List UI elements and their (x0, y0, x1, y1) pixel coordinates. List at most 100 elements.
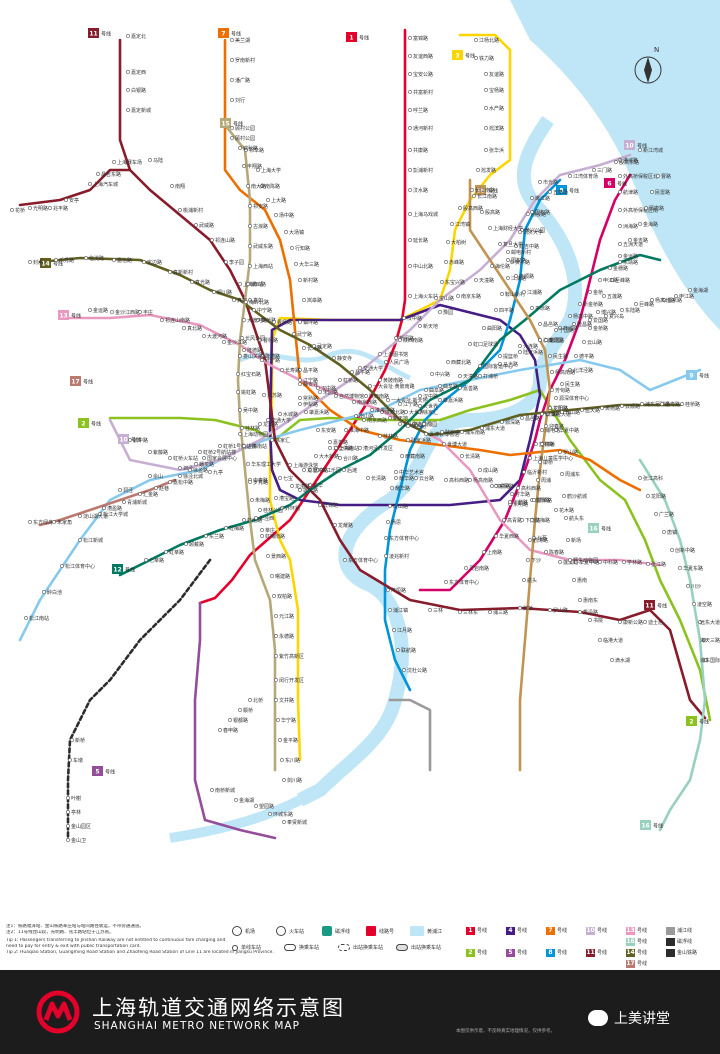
station-label: 华夏中路 (559, 427, 579, 434)
station-dot (232, 298, 236, 302)
station-dot (598, 638, 602, 642)
station-dot (498, 242, 502, 246)
station-label: 龙漕路 (295, 483, 310, 490)
station-label: 松江新城 (83, 537, 103, 544)
station-label: 陆家浜路 (523, 349, 543, 356)
legend-river-label: 黄浦江 (427, 928, 443, 935)
station-dot (254, 804, 258, 808)
station-dot (268, 812, 272, 816)
station-dot (308, 468, 312, 472)
line-badge-number: 16 (641, 823, 649, 830)
station-label: 丰庄 (143, 309, 153, 316)
station-dot (544, 550, 548, 554)
station-label: 邮电新村 (511, 249, 531, 256)
station-dot (298, 402, 302, 406)
station-dot (562, 494, 566, 498)
station-label: 金京路 (667, 297, 682, 304)
station-label: 友谊西路 (413, 53, 433, 60)
station-dot (378, 434, 382, 438)
station-dot (458, 386, 462, 390)
station-label: 佘山 (153, 473, 163, 480)
legend-line-label: 号线 (597, 950, 608, 956)
station-dot (580, 408, 584, 412)
station-dot (598, 560, 602, 564)
station-dot (222, 340, 226, 344)
station-dot (230, 78, 234, 82)
station-dot (138, 492, 142, 496)
station-dot (494, 308, 498, 312)
station-dot (122, 500, 126, 504)
station-dot (290, 246, 294, 250)
station-dot (298, 488, 302, 492)
station-label: 巨峰路 (639, 301, 654, 308)
station-dot (244, 300, 248, 304)
station-label: 松江体育中心 (65, 563, 95, 570)
line-badge-number: 7 (221, 31, 225, 38)
station-label: 华宁路 (281, 717, 296, 724)
station-dot (298, 382, 302, 386)
station-dot (388, 608, 392, 612)
station-dot (246, 462, 250, 466)
station-label: 铜川路 (217, 289, 232, 296)
line-15-path (223, 123, 277, 772)
station-dot (438, 310, 442, 314)
station-dot (406, 438, 410, 442)
station-label: 同济大学 (523, 229, 543, 236)
station-label: 洲海路 (623, 223, 638, 230)
station-label: 民雷路 (655, 189, 670, 196)
station-dot (540, 442, 544, 446)
station-label: 龙华 (313, 482, 323, 489)
station-label: 小南门 (543, 337, 558, 344)
station-label: 市光路 (543, 179, 558, 186)
station-dot (610, 658, 614, 662)
station-label: 陈春路 (549, 549, 564, 556)
station-label: 耀华路 (395, 485, 410, 492)
station-label: 浦东大道 (485, 425, 505, 432)
station-label: 龙居路 (549, 337, 564, 344)
line-badge-text: 号线 (125, 567, 135, 574)
station-dot (528, 538, 532, 542)
station-dot (10, 208, 14, 212)
station-dot (482, 326, 486, 330)
station-dot (66, 838, 70, 842)
station-dot (358, 446, 362, 450)
station-dot (250, 498, 254, 502)
station-label: 芦恒路 (391, 587, 406, 594)
station-dot (28, 520, 32, 524)
station-label: 中山北路 (413, 263, 433, 270)
station-dot (558, 326, 562, 330)
station-label: 长江南路 (475, 187, 495, 194)
station-label: 联航路 (401, 647, 416, 654)
station-label: 紫竹高新区 (279, 653, 304, 660)
station-label: 上海财经大学 (493, 225, 523, 232)
station-label: 江湾镇 (455, 221, 470, 228)
station-dot (274, 698, 278, 702)
legend-transfer-label: 换乘车站 (299, 945, 320, 951)
station-label: 嘉怡路 (117, 257, 132, 264)
station-dot (278, 412, 282, 416)
station-dot (406, 424, 410, 428)
station-label: 枫桥路 (261, 317, 276, 324)
station-dot (298, 368, 302, 372)
station-label: 昌吉东路 (101, 171, 121, 178)
station-dot (126, 70, 130, 74)
station-dot (408, 72, 412, 76)
station-label: 汶水路 (413, 187, 428, 194)
station-dot (384, 360, 388, 364)
station-dot (178, 208, 182, 212)
station-dot (548, 406, 552, 410)
station-label: 金穗路 (613, 265, 628, 272)
station-dot (414, 476, 418, 480)
station-label: 淞发路 (481, 167, 496, 174)
station-dot (480, 210, 484, 214)
station-dot (440, 280, 444, 284)
station-label: 东方绿舟 (33, 519, 53, 526)
station-dot (70, 738, 74, 742)
station-label: 中宁路 (257, 307, 272, 314)
station-label: 上海南站 (339, 445, 359, 452)
station-label: 云顺路 (625, 403, 640, 410)
station-dot (42, 590, 46, 594)
station-dot (272, 594, 276, 598)
station-label: 海伦路 (495, 263, 510, 270)
